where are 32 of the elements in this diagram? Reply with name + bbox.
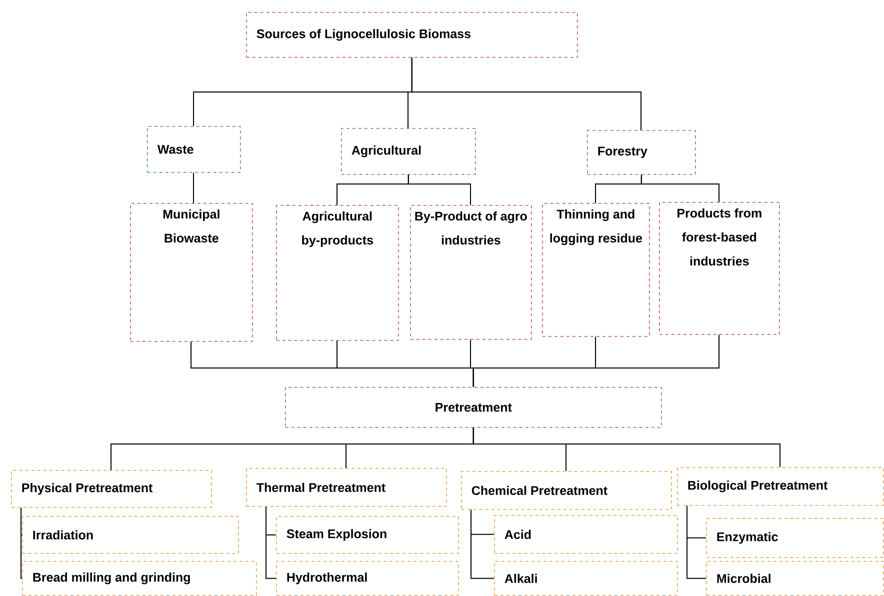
method-box: Physical Pretreatment — [11, 470, 212, 508]
technique-box: Steam Explosion — [276, 516, 459, 554]
connector-line — [20, 507, 22, 579]
technique-box: Bread milling and grinding — [22, 561, 257, 596]
source-box: Thinning and logging residue — [542, 203, 650, 337]
title-box: Sources of Lignocellulosic Biomass — [246, 12, 578, 58]
method-box: Biological Pretreatment — [677, 467, 884, 506]
technique-box: Enzymatic — [706, 518, 884, 558]
source-box: Products from forest-based industries — [659, 202, 780, 335]
source-box: Municipal Biowaste — [130, 203, 253, 342]
connector-line — [408, 174, 471, 206]
category-box: Forestry — [587, 130, 696, 175]
connector-line — [686, 505, 706, 579]
source-box: Agricultural by-products — [276, 205, 399, 341]
method-box: Thermal Pretreatment — [246, 468, 447, 507]
method-box: Chemical Pretreatment — [461, 471, 672, 510]
technique-box: Alkali — [494, 561, 678, 596]
connector-line — [470, 509, 494, 579]
technique-box: Microbial — [706, 561, 884, 596]
source-box: By-Product of agro industries — [410, 205, 532, 340]
connector-line — [640, 174, 720, 202]
category-box: Waste — [147, 126, 241, 173]
connector-line — [472, 334, 720, 388]
technique-box: Irradiation — [22, 516, 239, 554]
process-box: Pretreatment — [285, 387, 662, 428]
technique-box: Acid — [494, 515, 678, 554]
connector-line — [411, 57, 642, 130]
technique-box: Hydrothermal — [276, 561, 459, 596]
connector-line — [193, 172, 194, 204]
connector-line — [266, 506, 276, 579]
category-box: Agricultural — [341, 128, 476, 175]
connector-line — [472, 427, 780, 468]
